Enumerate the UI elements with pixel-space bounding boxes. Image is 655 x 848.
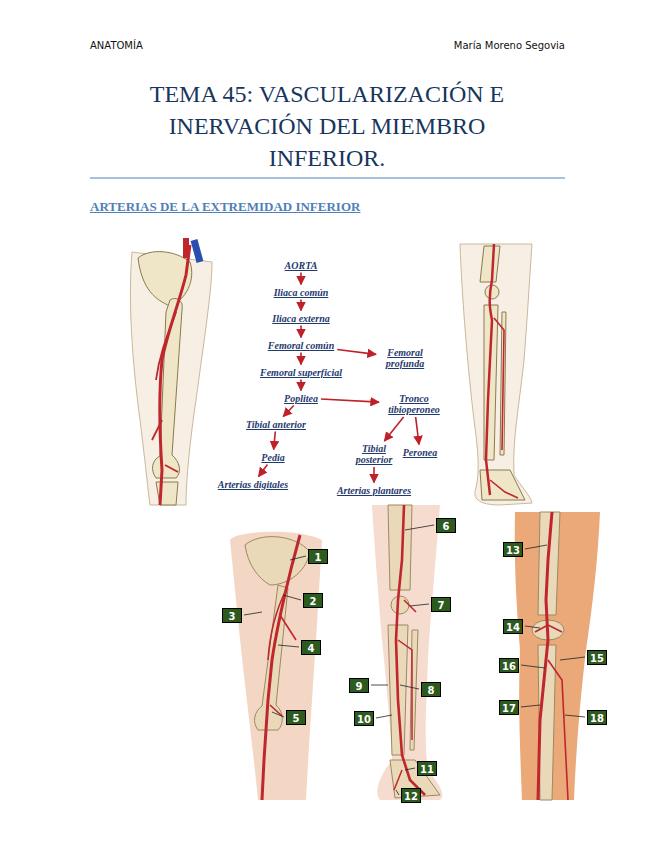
page-title: TEMA 45: VASCULARIZACIÓN E INERVACIÓN DE… — [117, 78, 537, 174]
flow-node: Arterias digitales — [217, 479, 289, 490]
flow-arrow — [300, 300, 302, 311]
flow-arrow — [300, 273, 302, 285]
node-text: Femoral superficial — [260, 367, 342, 378]
node-text: Poplitea — [284, 393, 318, 404]
callout-number: 3 — [222, 608, 242, 623]
node-text: Tibial posterior — [356, 443, 393, 465]
callout-number: 12 — [401, 788, 421, 803]
node-text: Tibial anterior — [246, 419, 306, 430]
flow-node: AORTA — [284, 260, 319, 271]
callout-number: 5 — [286, 710, 306, 725]
author-name: María Moreno Segovia — [454, 40, 565, 51]
callout-number: 1 — [308, 549, 328, 564]
callout-number: 7 — [431, 597, 451, 612]
callout-number: 6 — [436, 518, 456, 533]
flow-node: Femoral común — [267, 340, 335, 351]
flow-node: Peronea — [402, 447, 438, 458]
callout-number: 2 — [303, 593, 323, 608]
flow-arrow — [274, 432, 276, 450]
flow-arrow — [300, 326, 302, 338]
flow-node: Femoral superficial — [259, 367, 343, 378]
callout-number: 13 — [503, 542, 523, 557]
flow-node: Iliaca externa — [271, 313, 331, 324]
node-text: Arterias digitales — [218, 479, 288, 490]
callout-number: 11 — [417, 761, 437, 776]
callout-number: 16 — [499, 658, 519, 673]
section-heading: ARTERIAS DE LA EXTREMIDAD INFERIOR — [90, 199, 360, 215]
callout-number: 8 — [421, 682, 441, 697]
callout-number: 14 — [503, 619, 523, 634]
callout-number: 4 — [301, 640, 321, 655]
node-text: Arterias plantares — [337, 485, 411, 496]
hip-thigh-illustration — [230, 532, 322, 800]
flow-node: Arterias plantares — [336, 485, 412, 496]
leader-lines — [244, 525, 585, 795]
flow-node: Pedia — [260, 452, 285, 463]
callout-number: 15 — [587, 650, 607, 665]
flow-arrow — [337, 350, 376, 355]
node-text: Tronco tibioperoneo — [388, 393, 440, 415]
node-text: Femoral profunda — [386, 347, 424, 369]
node-text: Peronea — [403, 447, 437, 458]
leg-illustration — [460, 244, 532, 505]
flow-arrow — [300, 380, 302, 391]
callout-number: 18 — [587, 710, 607, 725]
title-rule — [90, 177, 565, 178]
node-text: Femoral común — [268, 340, 334, 351]
callout-number: 9 — [349, 678, 369, 693]
flow-arrow — [259, 465, 268, 477]
node-text: AORTA — [285, 260, 318, 271]
flow-node: Iliaca común — [273, 287, 330, 298]
flow-node: Poplitea — [283, 393, 319, 404]
anterior-leg-illustration — [372, 505, 442, 800]
flow-node: Tibial anterior — [245, 419, 307, 430]
flow-arrow — [300, 353, 302, 365]
callout-number: 10 — [354, 711, 374, 726]
flow-arrow — [283, 406, 294, 417]
flow-node: Tronco tibioperoneo — [381, 393, 447, 415]
header-text: ANATOMÍA — [90, 40, 143, 51]
flow-arrow — [416, 417, 419, 445]
callout-number: 17 — [499, 700, 519, 715]
flow-arrow — [384, 417, 403, 441]
thigh-illustration — [130, 238, 212, 505]
node-text: Pedia — [261, 452, 284, 463]
flow-node: Tibial posterior — [349, 443, 399, 465]
node-text: Iliaca común — [274, 287, 329, 298]
node-text: Iliaca externa — [272, 313, 330, 324]
flow-arrow — [373, 467, 375, 483]
flow-node: Femoral profunda — [378, 347, 432, 369]
flow-arrow — [321, 399, 379, 402]
